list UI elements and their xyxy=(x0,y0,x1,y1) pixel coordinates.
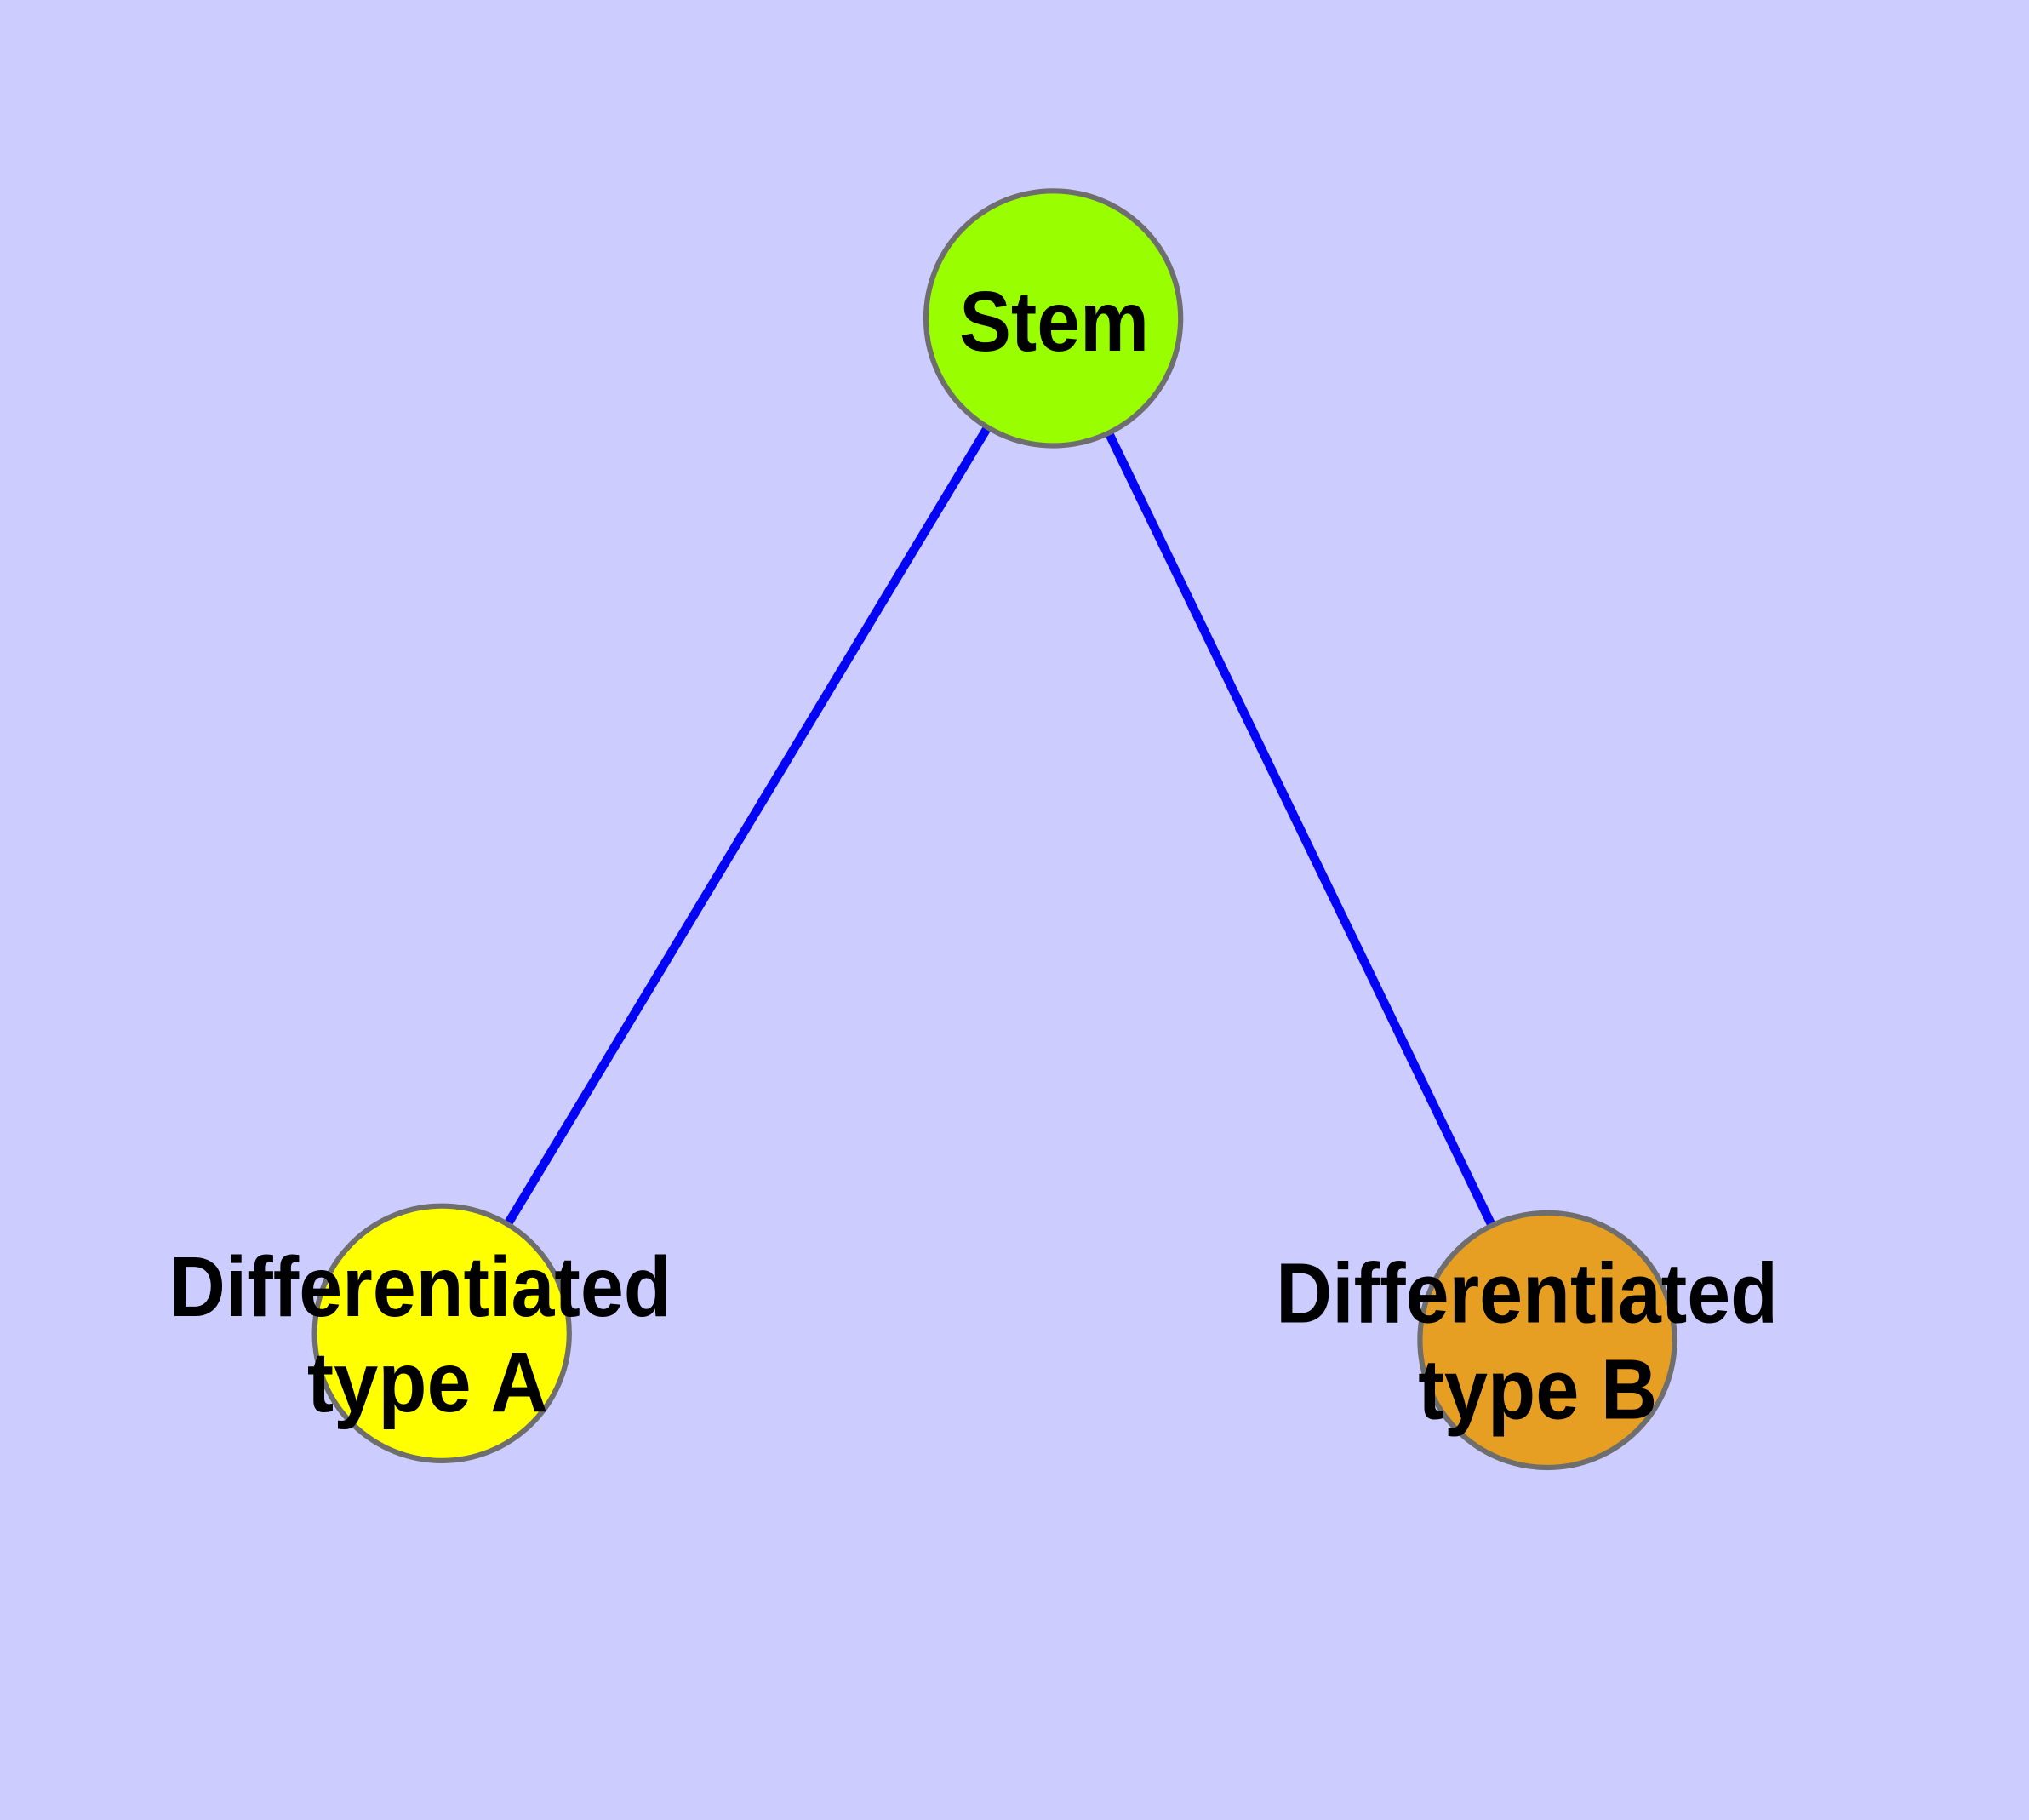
svg-text:Differentiated: Differentiated xyxy=(1276,1245,1778,1341)
svg-text:Stem: Stem xyxy=(959,274,1149,369)
svg-text:type B: type B xyxy=(1418,1342,1657,1437)
svg-text:Differentiated: Differentiated xyxy=(169,1239,672,1335)
svg-text:type A: type A xyxy=(307,1335,548,1430)
